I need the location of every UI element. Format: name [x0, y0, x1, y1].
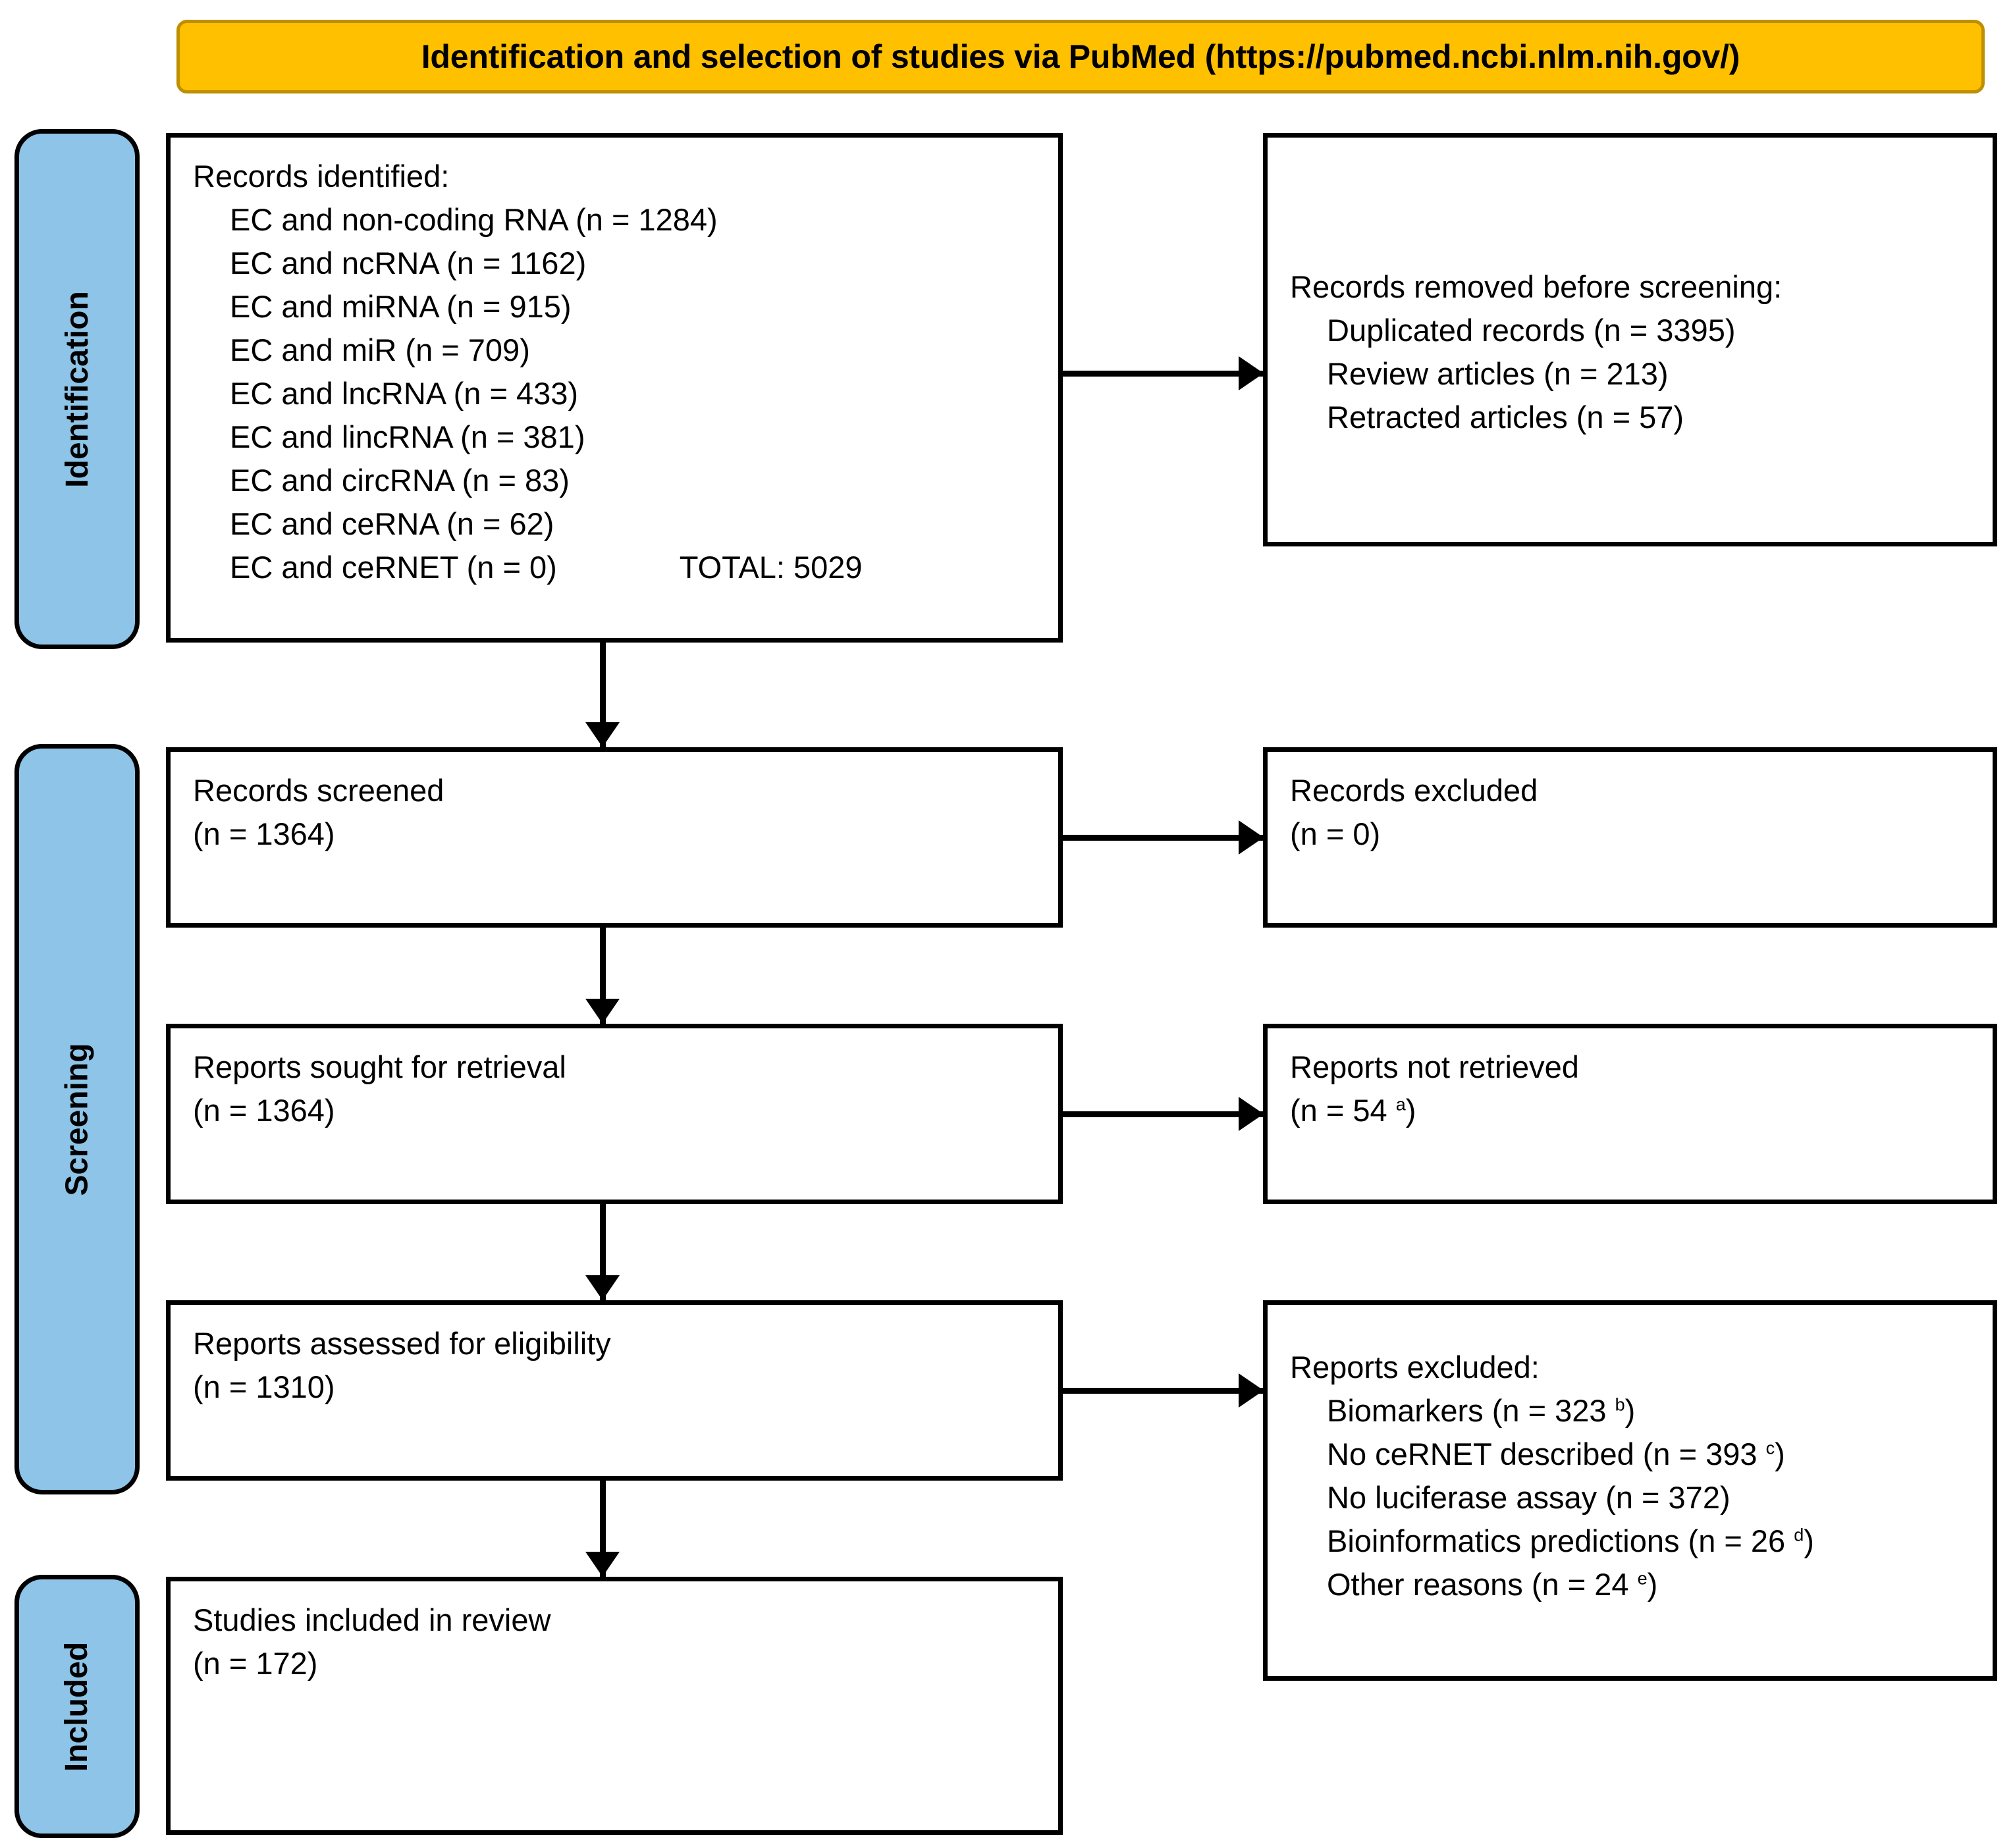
- box-records-screened: Records screened (n = 1364): [166, 747, 1063, 928]
- arrow-shaft: [1063, 1111, 1264, 1117]
- records-identified-total: TOTAL: 5029: [679, 550, 863, 585]
- phase-label-screening: Screening: [14, 744, 140, 1494]
- reports-excluded-item-text: No ceRNET described (n = 393: [1327, 1437, 1766, 1471]
- arrow-shaft: [1063, 835, 1264, 841]
- records-removed-item: Duplicated records (n = 3395): [1327, 313, 1736, 348]
- arrow-right-screened-to-excluded: [1063, 820, 1264, 855]
- arrow-head-icon: [585, 1552, 620, 1577]
- records-identified-last-row: EC and ceRNET (n = 0) TOTAL: 5029: [193, 546, 1036, 589]
- arrow-head-icon: [1239, 356, 1264, 390]
- records-identified-item: EC and miRNA (n = 915): [230, 289, 572, 324]
- footnote-marker-e: e: [1637, 1568, 1648, 1589]
- diagram-header-banner: Identification and selection of studies …: [176, 20, 1985, 93]
- arrow-right-sought-to-notretrieved: [1063, 1096, 1264, 1132]
- reports-excluded-item-text: Bioinformatics predictions (n = 26: [1327, 1523, 1794, 1558]
- box-studies-included: Studies included in review (n = 172): [166, 1577, 1063, 1835]
- studies-included-label: Studies included in review: [193, 1602, 551, 1637]
- records-identified-heading: Records identified:: [193, 159, 450, 194]
- box-reports-sought: Reports sought for retrieval (n = 1364): [166, 1024, 1063, 1204]
- records-excluded-label: Records excluded: [1290, 773, 1538, 808]
- records-removed-item: Retracted articles (n = 57): [1327, 400, 1684, 435]
- arrow-right-assessed-to-reportsexcluded: [1063, 1373, 1264, 1408]
- box-reports-assessed: Reports assessed for eligibility (n = 13…: [166, 1300, 1063, 1481]
- arrow-head-icon: [1239, 820, 1264, 855]
- records-identified-item: EC and ceRNET (n = 0): [230, 550, 557, 585]
- reports-excluded-item: No ceRNET described (n = 393 c): [1290, 1433, 1970, 1476]
- box-records-identified: Records identified: EC and non-coding RN…: [166, 133, 1063, 643]
- reports-not-retrieved-count-prefix: (n = 54: [1290, 1093, 1396, 1128]
- arrow-shaft: [1063, 1388, 1264, 1394]
- reports-excluded-item: Other reasons (n = 24 e): [1290, 1563, 1970, 1606]
- box-reports-excluded: Reports excluded: Biomarkers (n = 323 b)…: [1263, 1300, 1997, 1681]
- reports-excluded-item-text: Biomarkers (n = 323: [1327, 1393, 1615, 1428]
- records-identified-item: EC and ncRNA (n = 1162): [230, 246, 587, 280]
- records-excluded-count: (n = 0): [1290, 816, 1381, 851]
- reports-excluded-item-suffix: ): [1624, 1393, 1636, 1428]
- reports-not-retrieved-count-suffix: ): [1405, 1093, 1416, 1128]
- box-records-excluded: Records excluded (n = 0): [1263, 747, 1997, 928]
- arrow-shaft: [600, 1204, 606, 1300]
- records-screened-count: (n = 1364): [193, 816, 335, 851]
- arrow-head-icon: [585, 1275, 620, 1300]
- reports-sought-count: (n = 1364): [193, 1093, 335, 1128]
- arrow-shaft: [600, 643, 606, 747]
- footnote-marker-b: b: [1615, 1394, 1625, 1415]
- box-records-removed: Records removed before screening: Duplic…: [1263, 133, 1997, 546]
- records-identified-item: EC and lncRNA (n = 433): [230, 376, 579, 411]
- arrow-head-icon: [1239, 1097, 1264, 1131]
- arrow-down-identified-to-screened: [585, 643, 620, 747]
- records-removed-heading: Records removed before screening:: [1290, 269, 1783, 304]
- footnote-marker-d: d: [1794, 1525, 1804, 1545]
- reports-excluded-item: Biomarkers (n = 323 b): [1290, 1389, 1970, 1433]
- phase-label-included-text: Included: [59, 1641, 95, 1772]
- arrow-head-icon: [585, 999, 620, 1024]
- phase-label-identification: Identification: [14, 129, 140, 649]
- reports-assessed-label: Reports assessed for eligibility: [193, 1326, 611, 1361]
- studies-included-count: (n = 172): [193, 1646, 318, 1681]
- phase-label-included: Included: [14, 1575, 140, 1838]
- footnote-marker-c: c: [1765, 1438, 1775, 1458]
- reports-excluded-heading: Reports excluded:: [1290, 1350, 1540, 1385]
- footnote-marker-a: a: [1395, 1094, 1406, 1115]
- reports-excluded-item: No luciferase assay (n = 372): [1290, 1476, 1970, 1519]
- reports-excluded-item-text: Other reasons (n = 24: [1327, 1567, 1638, 1602]
- arrow-shaft: [600, 928, 606, 1024]
- reports-excluded-item-suffix: ): [1775, 1437, 1785, 1471]
- arrow-right-identified-to-removed: [1063, 356, 1264, 391]
- arrow-shaft: [1063, 371, 1264, 377]
- reports-not-retrieved-label: Reports not retrieved: [1290, 1049, 1579, 1084]
- arrow-head-icon: [1239, 1373, 1264, 1408]
- records-identified-item: EC and lincRNA (n = 381): [230, 419, 585, 454]
- arrow-head-icon: [585, 722, 620, 747]
- phase-label-screening-text: Screening: [59, 1042, 95, 1196]
- page-title: Identification and selection of studies …: [421, 38, 1740, 75]
- arrow-down-assessed-to-included: [585, 1481, 620, 1577]
- phase-label-identification-text: Identification: [59, 290, 95, 488]
- records-identified-item: EC and ceRNA (n = 62): [230, 506, 554, 541]
- reports-excluded-item: Bioinformatics predictions (n = 26 d): [1290, 1519, 1970, 1563]
- records-identified-item: EC and circRNA (n = 83): [230, 463, 570, 498]
- records-identified-item: EC and non-coding RNA (n = 1284): [230, 202, 718, 237]
- reports-sought-label: Reports sought for retrieval: [193, 1049, 566, 1084]
- arrow-down-sought-to-assessed: [585, 1204, 620, 1300]
- records-identified-item: EC and miR (n = 709): [230, 332, 530, 367]
- box-reports-not-retrieved: Reports not retrieved (n = 54 a): [1263, 1024, 1997, 1204]
- reports-assessed-count: (n = 1310): [193, 1369, 335, 1404]
- reports-excluded-item-suffix: ): [1647, 1567, 1658, 1602]
- records-screened-label: Records screened: [193, 773, 444, 808]
- reports-excluded-item-text: No luciferase assay (n = 372): [1327, 1480, 1731, 1515]
- reports-excluded-item-suffix: ): [1804, 1523, 1814, 1558]
- arrow-down-screened-to-sought: [585, 928, 620, 1024]
- arrow-shaft: [600, 1481, 606, 1577]
- reports-not-retrieved-count: (n = 54 a): [1290, 1089, 1970, 1132]
- records-removed-item: Review articles (n = 213): [1327, 356, 1669, 391]
